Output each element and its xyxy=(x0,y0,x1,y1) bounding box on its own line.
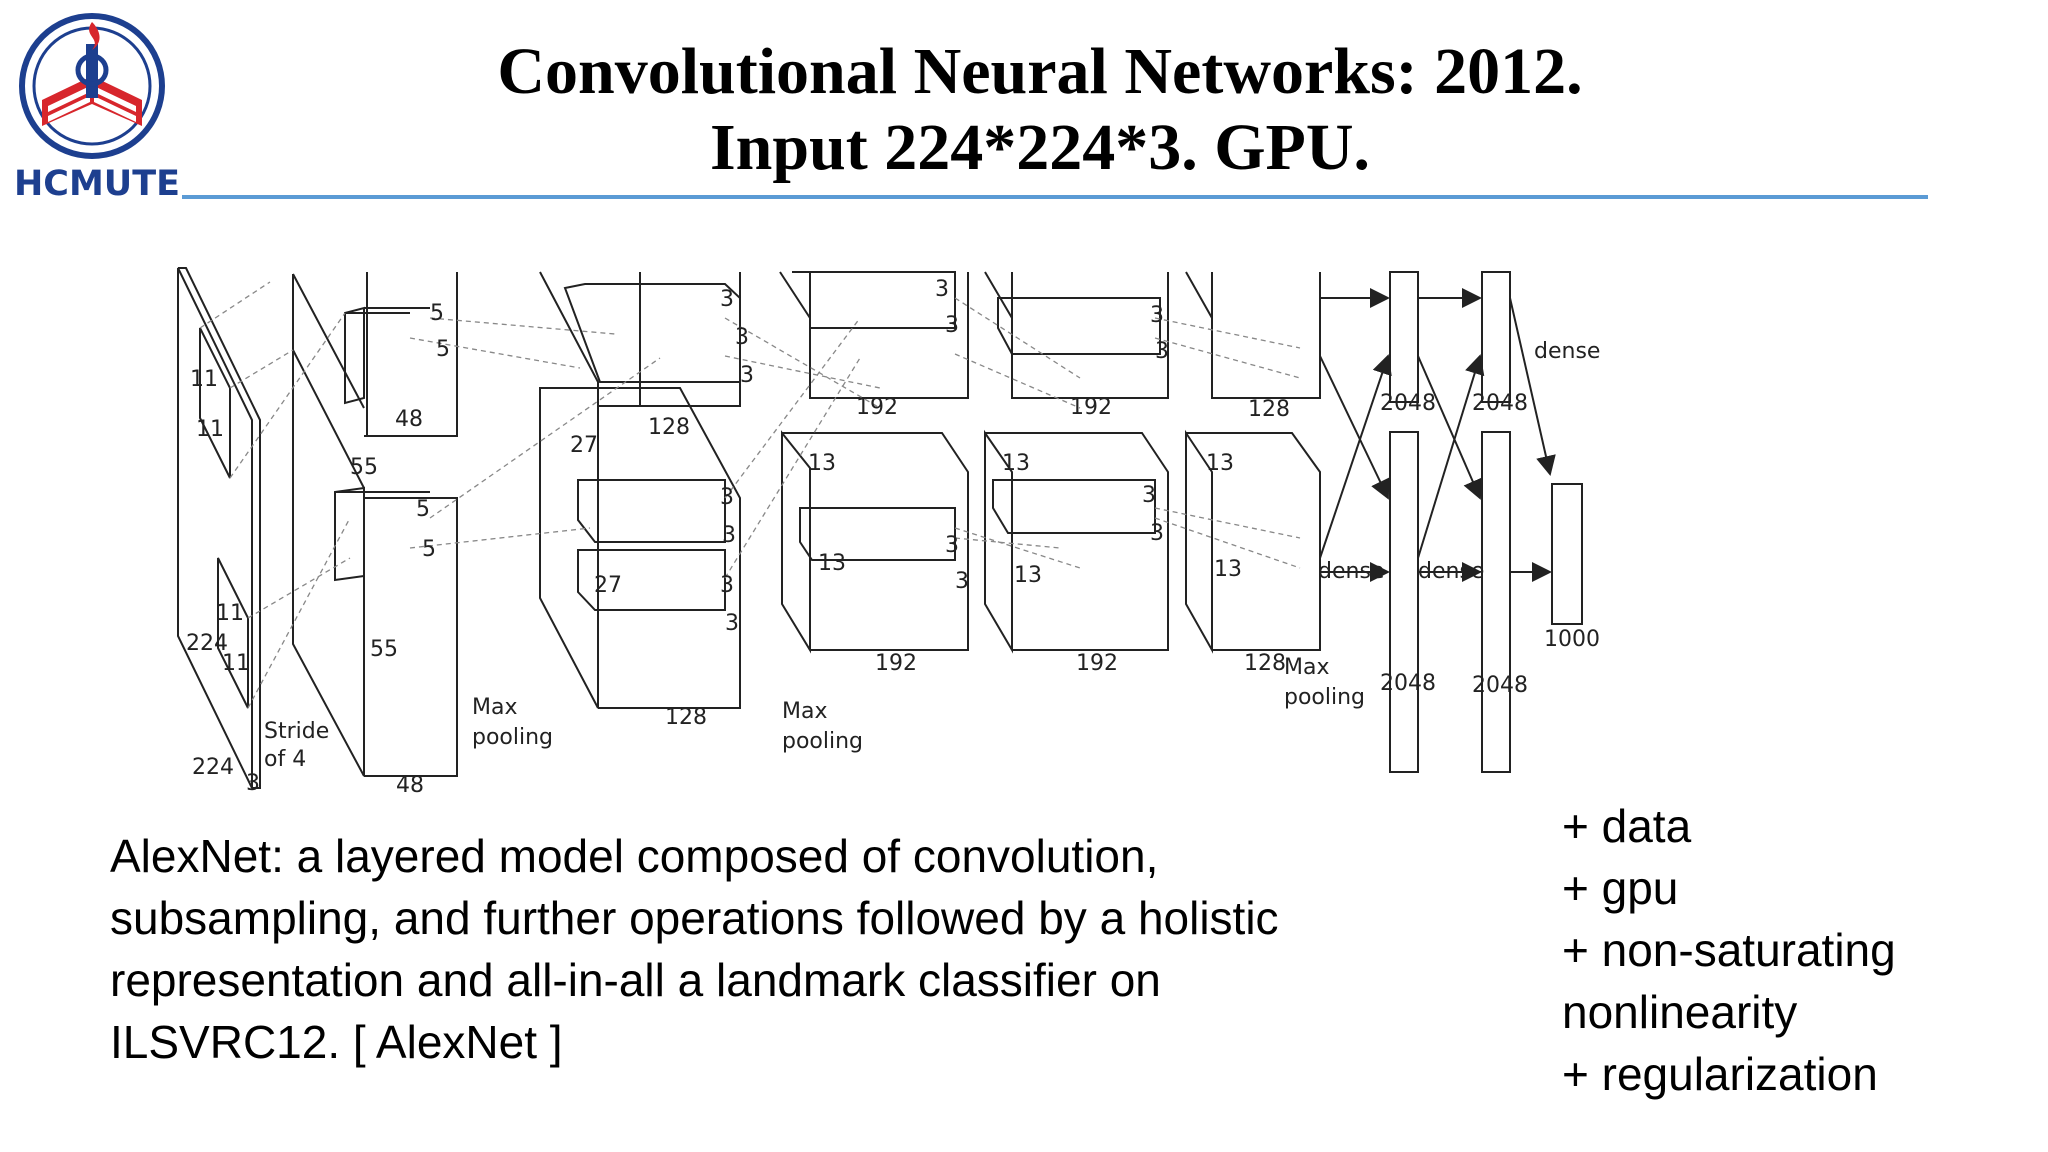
list-item: + non-saturating xyxy=(1562,924,1896,976)
title-underline xyxy=(182,195,1928,199)
label-kernel-11d: 11 xyxy=(222,651,250,676)
label-pool-a-1: Max xyxy=(472,695,517,720)
description-line-4: ILSVRC12. [ AlexNet ] xyxy=(110,1016,563,1068)
label-l5-depth-top: 128 xyxy=(1248,397,1290,422)
description-line-3: representation and all-in-all a landmark… xyxy=(110,954,1161,1006)
label-l1-size-b: 55 xyxy=(370,637,398,662)
label-kernel-11c: 11 xyxy=(216,601,244,626)
label-dense-2: dense xyxy=(1418,559,1484,584)
label-pool-c-2: pooling xyxy=(1284,685,1365,710)
label-l2-size-a: 27 xyxy=(570,433,598,458)
label-kernel-11b: 11 xyxy=(196,417,224,442)
label-stride-2: of 4 xyxy=(264,747,306,772)
label-l2-kernel-1: 3 xyxy=(720,287,734,312)
label-l1-depth-bottom: 48 xyxy=(396,773,424,798)
slide-title-line-1: Convolutional Neural Networks: 2012. xyxy=(497,35,1583,108)
label-l4-kernel-4: 3 xyxy=(1150,521,1164,546)
label-l3-kernel-4: 3 xyxy=(955,569,969,594)
conv4-block xyxy=(984,271,1169,654)
hcmute-emblem-icon xyxy=(19,13,165,159)
label-l4-size-a: 13 xyxy=(1002,451,1030,476)
label-l2-kernel-2: 3 xyxy=(735,325,749,350)
fc-arrows xyxy=(1319,288,1556,582)
list-item: + gpu xyxy=(1562,862,1679,914)
logo-text: HCMUTE xyxy=(14,164,181,204)
label-l2-kernel-7: 3 xyxy=(725,611,739,636)
label-fc8: 1000 xyxy=(1544,627,1600,652)
list-item: nonlinearity xyxy=(1562,986,1798,1038)
list-item: + data xyxy=(1562,800,1692,852)
label-l2-kernel-3: 3 xyxy=(740,363,754,388)
label-fc7-top: 2048 xyxy=(1472,391,1528,416)
label-l3-size-a: 13 xyxy=(808,451,836,476)
label-l3-kernel-1: 3 xyxy=(935,277,949,302)
label-l3-size-b: 13 xyxy=(818,551,846,576)
label-l2-kernel-6: 3 xyxy=(720,573,734,598)
label-l2-depth-top: 128 xyxy=(648,415,690,440)
label-dense-1: dense xyxy=(1318,559,1384,584)
fc-layers xyxy=(1389,271,1583,773)
list-item: + regularization xyxy=(1562,1048,1878,1100)
conv1-block xyxy=(292,272,458,777)
alexnet-description: AlexNet: a layered model composed of con… xyxy=(110,825,1510,1073)
input-layer xyxy=(177,267,261,789)
label-pool-b-1: Max xyxy=(782,699,827,724)
label-l1-kernel-bot-b: 5 xyxy=(422,537,436,562)
key-factors-list: + data + gpu + non-saturating nonlineari… xyxy=(1562,795,2032,1105)
slide-title-line-2: Input 224*224*3. GPU. xyxy=(709,111,1371,184)
label-l1-kernel-bot-a: 5 xyxy=(416,497,430,522)
label-l2-kernel-5: 3 xyxy=(722,523,736,548)
label-pool-b-2: pooling xyxy=(782,729,863,754)
description-line-2: subsampling, and further operations foll… xyxy=(110,892,1279,944)
label-l2-size-b: 27 xyxy=(594,573,622,598)
label-stride-1: Stride xyxy=(264,719,329,744)
label-l1-depth-top: 48 xyxy=(395,407,423,432)
label-l1-kernel-top-a: 5 xyxy=(430,301,444,326)
label-l3-depth-bottom: 192 xyxy=(875,651,917,676)
label-l4-kernel-2: 3 xyxy=(1155,339,1169,364)
label-l5-depth-bottom: 128 xyxy=(1244,651,1286,676)
label-l3-kernel-3: 3 xyxy=(945,533,959,558)
label-fc6-bottom: 2048 xyxy=(1380,671,1436,696)
label-l4-depth-bottom: 192 xyxy=(1076,651,1118,676)
label-l4-kernel-1: 3 xyxy=(1150,303,1164,328)
label-l5-size-a: 13 xyxy=(1206,451,1234,476)
alexnet-architecture-diagram: 224 224 3 11 11 11 11 Stride of 4 55 55 … xyxy=(177,267,1600,798)
label-l3-kernel-2: 3 xyxy=(945,313,959,338)
conv3-block xyxy=(779,271,969,654)
label-kernel-11a: 11 xyxy=(190,367,218,392)
label-l4-kernel-3: 3 xyxy=(1142,483,1156,508)
label-l2-kernel-4: 3 xyxy=(720,485,734,510)
label-dense-3: dense xyxy=(1534,339,1600,364)
conv2-block xyxy=(539,271,741,709)
label-l4-depth-top: 192 xyxy=(1070,395,1112,420)
label-pool-c-1: Max xyxy=(1284,655,1329,680)
label-l4-size-b: 13 xyxy=(1014,563,1042,588)
label-l5-size-b: 13 xyxy=(1214,557,1242,582)
hcmute-logo xyxy=(12,8,172,208)
label-pool-a-2: pooling xyxy=(472,725,553,750)
label-fc6-top: 2048 xyxy=(1380,391,1436,416)
label-input-h: 224 xyxy=(186,631,228,656)
label-input-w: 224 xyxy=(192,755,234,780)
label-input-depth: 3 xyxy=(246,771,260,796)
label-fc7-bottom: 2048 xyxy=(1472,673,1528,698)
receptive-field-lines xyxy=(199,281,1301,709)
label-l1-kernel-top-b: 5 xyxy=(436,337,450,362)
description-line-1: AlexNet: a layered model composed of con… xyxy=(110,830,1159,882)
label-l1-size-a: 55 xyxy=(350,455,378,480)
label-l3-depth-top: 192 xyxy=(856,395,898,420)
label-l2-depth-bottom: 128 xyxy=(665,705,707,730)
